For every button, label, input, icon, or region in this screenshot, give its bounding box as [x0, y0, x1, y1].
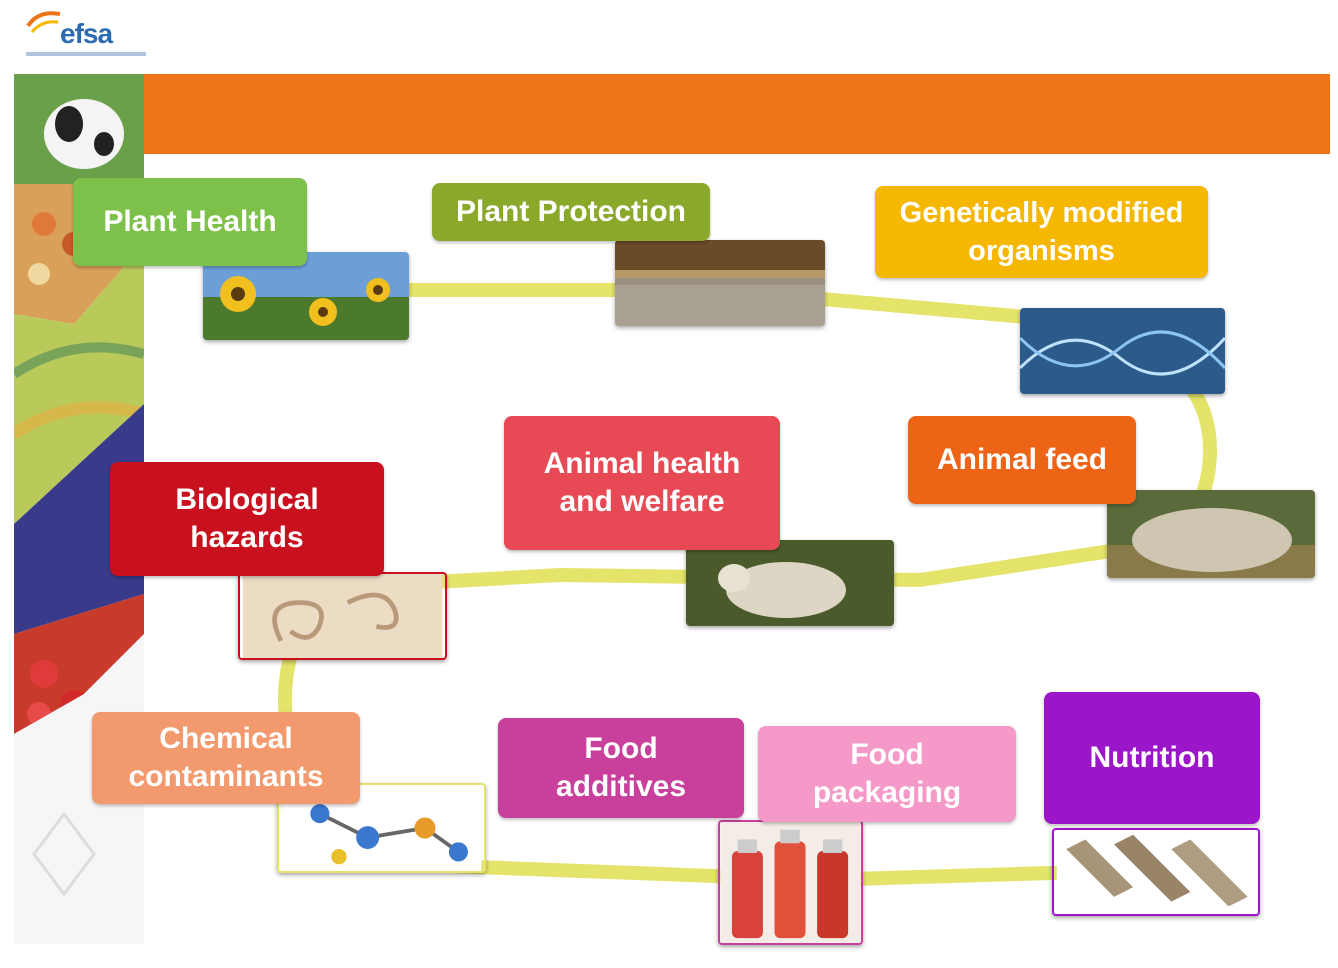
- topic-food-additives-label: Food additives: [555, 732, 687, 803]
- topic-food-additives: Food additives: [498, 718, 744, 818]
- topic-plant-protection-label: Plant Protection: [455, 195, 687, 228]
- sunflower-photo: [203, 252, 409, 340]
- bread-photo: [1052, 828, 1260, 916]
- efsa-logo: efsa: [24, 8, 154, 66]
- topic-nutrition-label: Nutrition: [1089, 741, 1215, 774]
- topic-animal-health: Animal health and welfare: [504, 416, 780, 550]
- topic-animal-feed-label: Animal feed: [936, 443, 1108, 476]
- lab-image: [14, 404, 144, 634]
- topic-animal-feed: Animal feed: [908, 416, 1136, 504]
- crop-field-photo: [615, 240, 825, 326]
- logo-text: efsa: [60, 18, 113, 49]
- topic-gmo: Genetically modified organisms: [875, 186, 1208, 278]
- topic-biological-hazards: Biological hazards: [110, 462, 384, 576]
- hay-bale-photo: [1107, 490, 1315, 578]
- fields-image: [14, 244, 144, 524]
- topic-food-packaging: Food packaging: [758, 726, 1016, 822]
- topic-plant-health: Plant Health: [73, 178, 307, 266]
- parasite-photo: [238, 572, 447, 660]
- topic-chemical-contaminants-label: Chemical contaminants: [128, 722, 324, 793]
- topic-gmo-label: Genetically modified organisms: [899, 197, 1184, 267]
- faded-molecule-image: [14, 634, 144, 944]
- header-banner: [142, 74, 1330, 154]
- topic-food-packaging-label: Food packaging: [812, 738, 962, 809]
- topic-nutrition: Nutrition: [1044, 692, 1260, 824]
- topic-chemical-contaminants: Chemical contaminants: [92, 712, 360, 804]
- logo-swoosh-icon: [26, 11, 61, 33]
- topic-plant-health-label: Plant Health: [103, 205, 277, 238]
- sheep-photo: [686, 540, 894, 626]
- sauce-bottles-photo: [718, 820, 863, 945]
- cow-icon: [44, 99, 124, 169]
- logo-tagline-bar: [26, 52, 146, 56]
- strawberries-image: [14, 594, 144, 734]
- topic-plant-protection: Plant Protection: [432, 183, 710, 241]
- topic-animal-health-label: Animal health and welfare: [543, 447, 741, 518]
- dna-photo: [1020, 308, 1225, 394]
- topic-biological-hazards-label: Biological hazards: [175, 483, 319, 554]
